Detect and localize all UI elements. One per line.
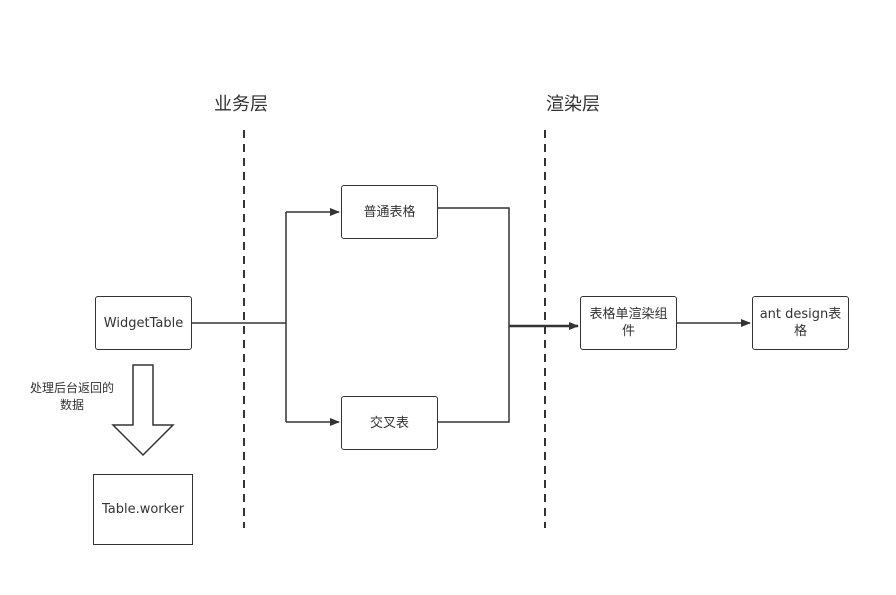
normal-table-node[interactable]: 普通表格 <box>341 185 438 239</box>
cross-table-label: 交叉表 <box>369 415 409 431</box>
normal-table-label: 普通表格 <box>363 204 416 220</box>
cross-table-node[interactable]: 交叉表 <box>341 396 438 450</box>
table-render-component-node[interactable]: 表格单渲染组件 <box>580 296 677 350</box>
ant-design-table-label: ant design表格 <box>759 307 842 339</box>
connector-cross-to-join <box>437 326 510 423</box>
widget-table-node[interactable]: WidgetTable <box>95 296 192 350</box>
business-layer-label: 业务层 <box>214 94 268 115</box>
render-layer-label: 渲染层 <box>546 94 600 115</box>
table-render-component-label: 表格单渲染组件 <box>589 307 668 339</box>
table-worker-label: Table.worker <box>101 502 185 517</box>
process-data-note: 处理后台返回的数据 <box>29 381 114 412</box>
down-arrow-icon <box>111 364 175 457</box>
widget-table-label: WidgetTable <box>103 315 184 331</box>
connector-normal-to-join <box>437 207 510 326</box>
table-worker-node[interactable]: Table.worker <box>93 474 193 545</box>
ant-design-table-node[interactable]: ant design表格 <box>752 296 849 350</box>
